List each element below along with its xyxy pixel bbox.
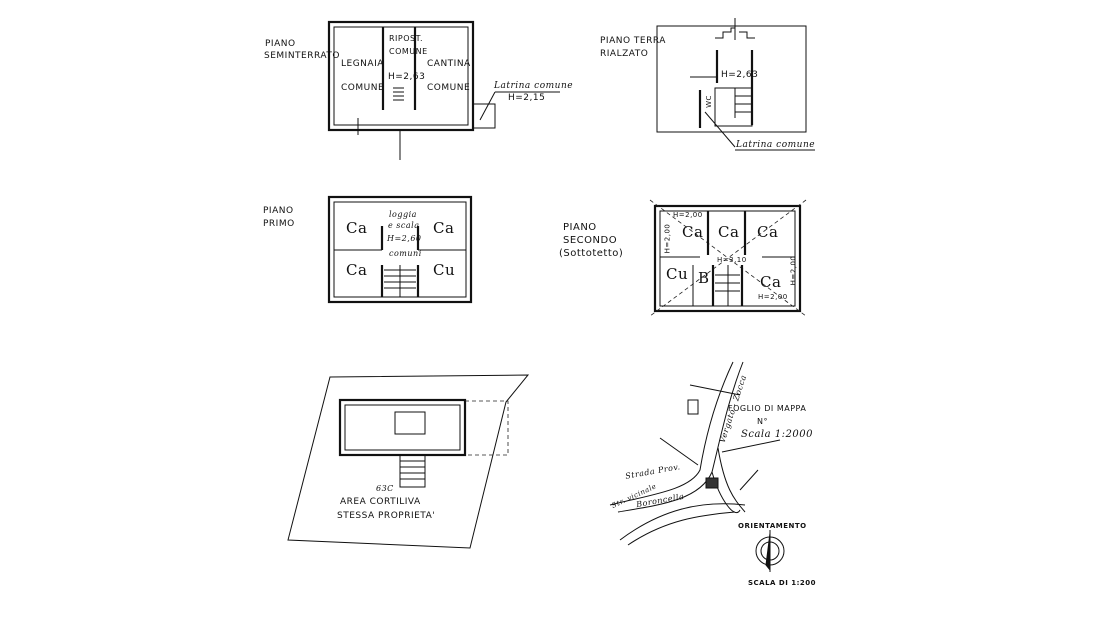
- latrina-height: H=2,15: [508, 93, 546, 103]
- secondo-title-2: SECONDO: [563, 235, 618, 246]
- secondo-title-1: PIANO: [563, 222, 597, 233]
- room-label: Cu: [433, 261, 456, 279]
- room-label: LEGNAIA: [341, 59, 384, 69]
- plan-scale: SCALA DI 1:200: [748, 579, 817, 587]
- room-label: COMUNE: [389, 47, 428, 56]
- room-label: Ca: [346, 261, 368, 279]
- height-label: H=3,10: [717, 256, 747, 264]
- height-label: H=2,00: [758, 293, 788, 301]
- height-label: H=2,63: [721, 70, 759, 80]
- height-label: H=2,00: [789, 255, 798, 286]
- height-label: H=2,63: [388, 72, 426, 82]
- loggia-label: e scala: [388, 221, 420, 230]
- room-label: Cu: [666, 265, 689, 283]
- latrina-label: Latrina comune: [494, 81, 574, 91]
- room-label: RIPOST.: [389, 34, 424, 43]
- secondo-title-3: (Sottotetto): [559, 248, 624, 259]
- room-label: B: [698, 269, 710, 287]
- room-label: Ca: [433, 219, 455, 237]
- terra-title-2: RIALZATO: [600, 49, 649, 59]
- loggia-label: comuni: [389, 249, 422, 258]
- parcel-number: 63C: [376, 484, 394, 493]
- foglio-label: FOGLIO DI MAPPA: [728, 404, 807, 413]
- seminterrato-plan: [327, 20, 560, 160]
- site-plan: [287, 374, 530, 549]
- map-scale: Scala 1:2000: [741, 429, 813, 440]
- room-label: COMUNE: [427, 83, 471, 93]
- primo-title-2: PRIMO: [263, 219, 295, 229]
- terra-plan: [656, 18, 815, 151]
- latrina-label: Latrina comune: [736, 140, 816, 150]
- site-label-2: STESSA PROPRIETA': [337, 511, 436, 521]
- foglio-number: N°: [757, 417, 768, 426]
- room-label: Ca: [757, 223, 779, 241]
- height-label: H=2,00: [673, 211, 703, 219]
- room-label: Ca: [682, 223, 704, 241]
- seminterrato-title-1: PIANO: [265, 39, 296, 49]
- room-label: Ca: [346, 219, 368, 237]
- secondo-plan: [649, 199, 807, 317]
- terra-title-1: PIANO TERRA: [600, 36, 666, 46]
- site-label-1: AREA CORTILIVA: [340, 497, 421, 507]
- room-label: Ca: [760, 273, 782, 291]
- room-label: Ca: [718, 223, 740, 241]
- height-label: H=2,60: [387, 234, 422, 243]
- orientamento-label: ORIENTAMENTO: [738, 522, 807, 530]
- loggia-label: loggia: [389, 210, 417, 219]
- room-label: COMUNE: [341, 83, 385, 93]
- wc-label: WC: [704, 95, 713, 108]
- room-label: CANTINA: [427, 59, 471, 69]
- primo-plan: [327, 195, 473, 304]
- primo-title-1: PIANO: [263, 206, 294, 216]
- height-label: H=2,00: [663, 223, 672, 254]
- location-map: [609, 361, 785, 572]
- seminterrato-title-2: SEMINTERRATO: [264, 51, 340, 61]
